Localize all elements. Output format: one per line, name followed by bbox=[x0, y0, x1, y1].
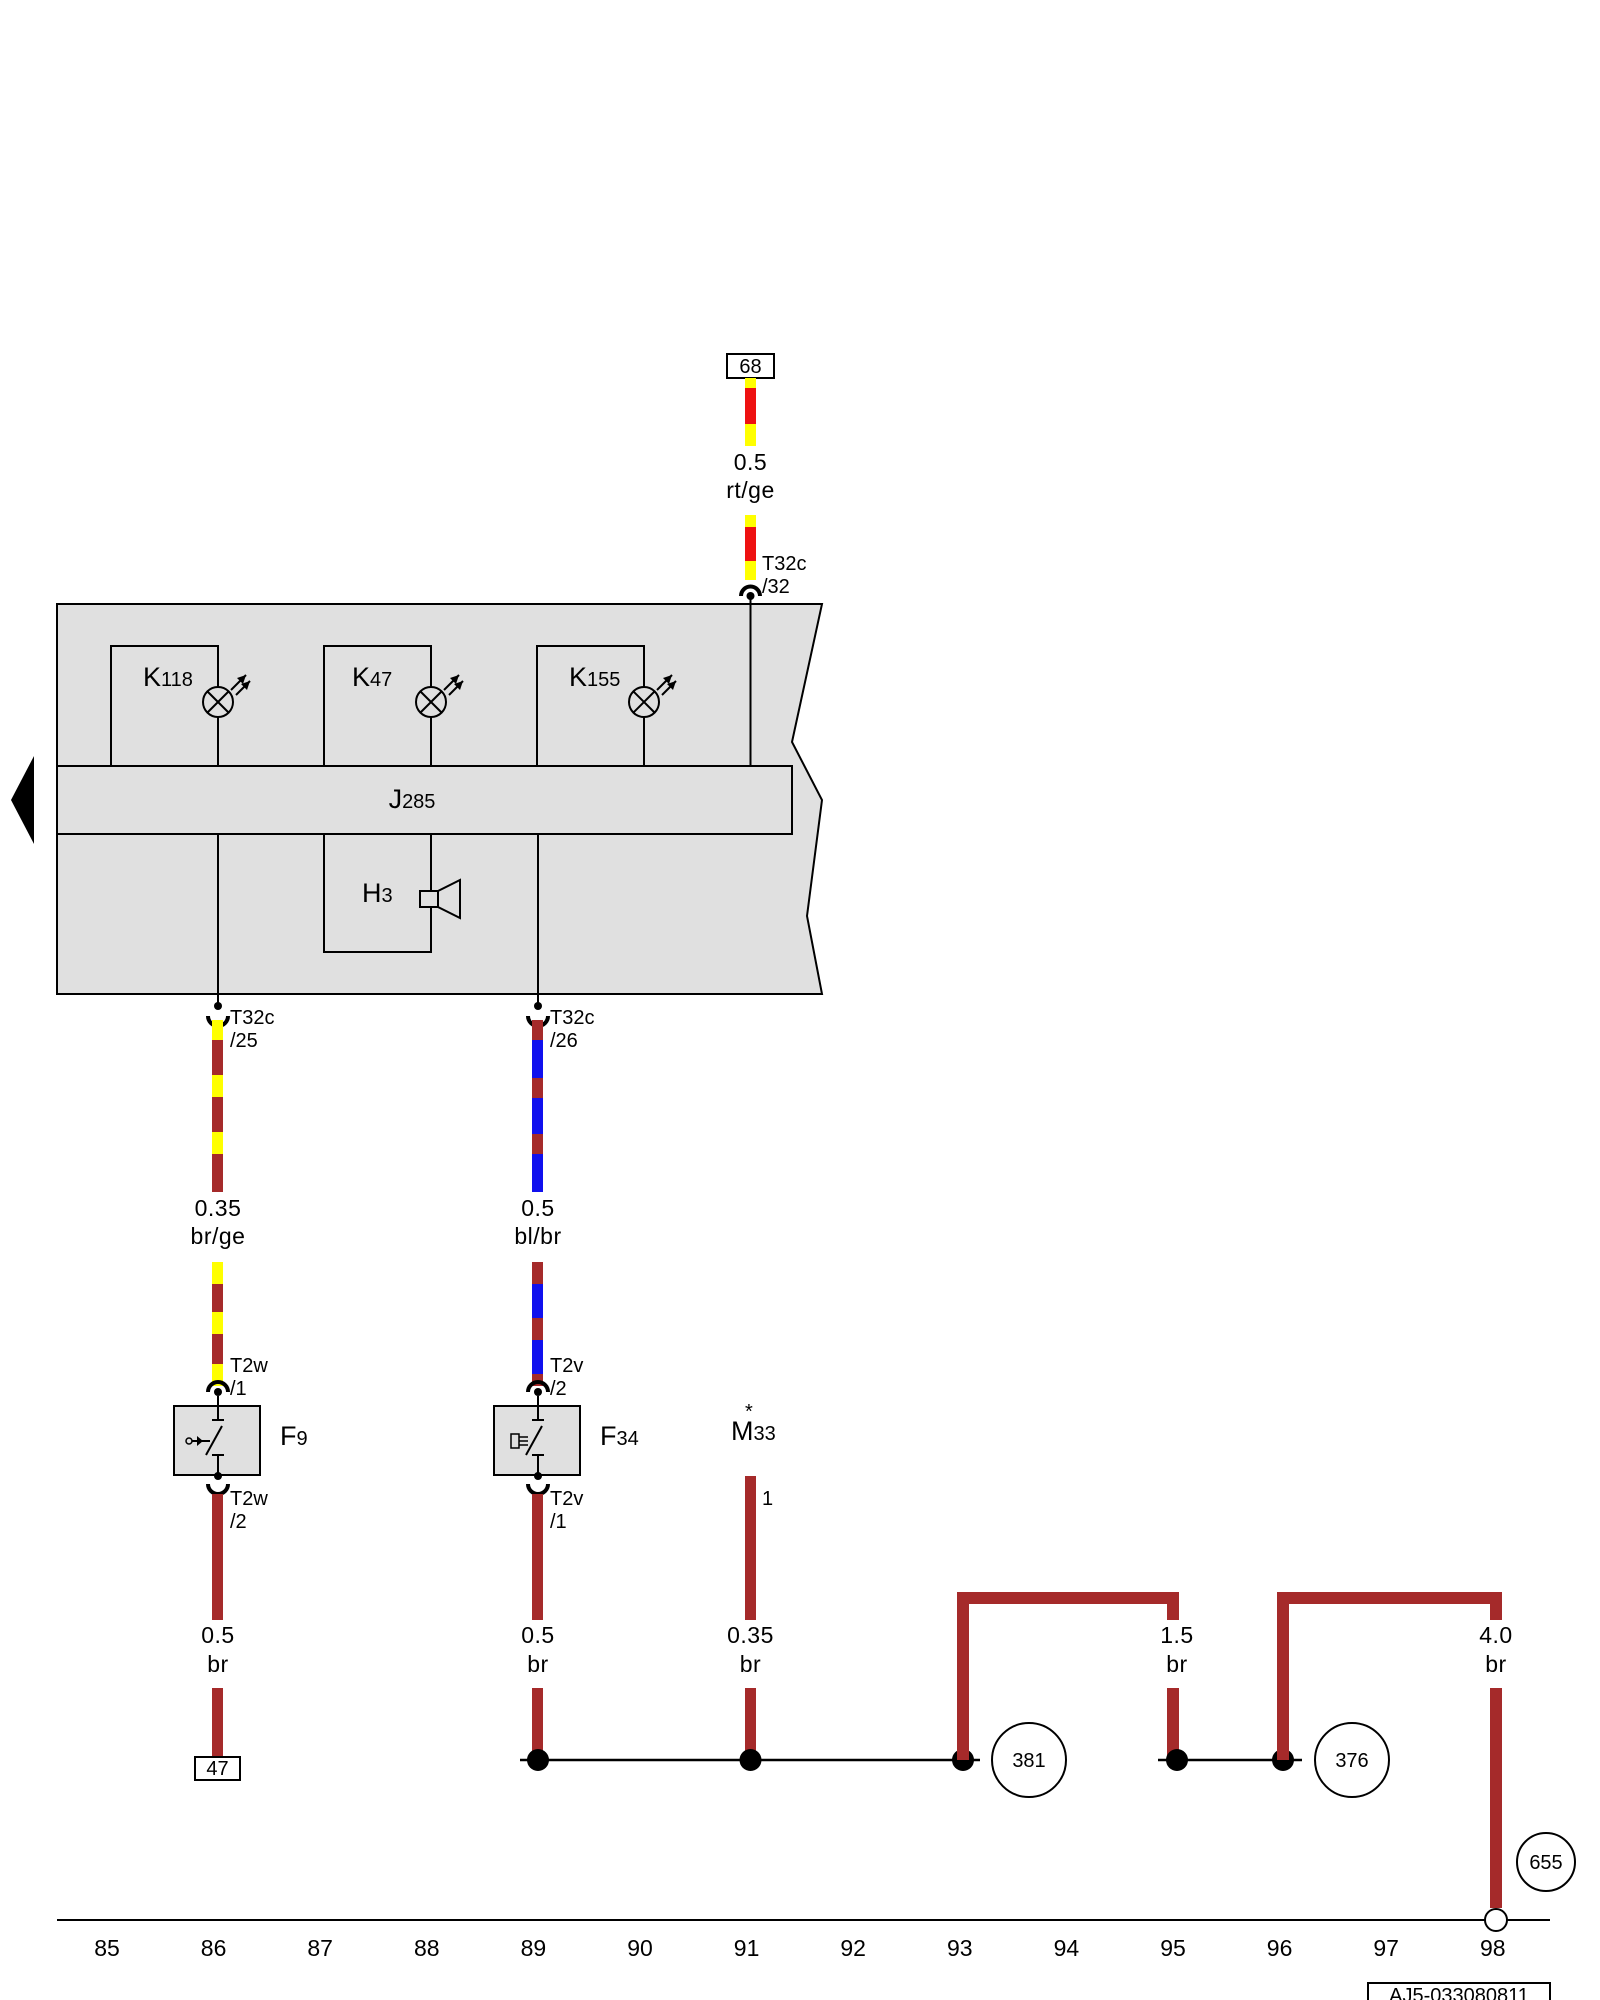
svg-text:/2: /2 bbox=[550, 1378, 567, 1400]
svg-text:H3: H3 bbox=[362, 878, 393, 908]
wire-top-rt-ge bbox=[745, 378, 756, 580]
svg-text:47: 47 bbox=[206, 1758, 228, 1780]
brake-fluid-switch-icon bbox=[510, 1396, 544, 1478]
wire-89-bl-br bbox=[532, 1020, 543, 1386]
column-label: 97 bbox=[1373, 1935, 1399, 1961]
wire-top-size: 0.5 bbox=[734, 449, 767, 475]
connector-t32c-32: T32c /32 bbox=[739, 553, 806, 600]
column-label: 93 bbox=[947, 1935, 973, 1961]
wire-86b-color: br bbox=[207, 1651, 228, 1677]
svg-text:/26: /26 bbox=[550, 1030, 578, 1052]
wire-86a-color: br/ge bbox=[191, 1223, 246, 1249]
wire-91-br bbox=[745, 1476, 756, 1760]
ref-box-68: 68 bbox=[726, 353, 775, 379]
svg-text:K118: K118 bbox=[143, 662, 193, 692]
column-label: 91 bbox=[734, 1935, 760, 1961]
wire-95-br bbox=[957, 1592, 1179, 1760]
warning-lamp-icon bbox=[202, 674, 251, 718]
svg-text:*: * bbox=[745, 1401, 753, 1423]
column-label: 90 bbox=[627, 1935, 653, 1961]
connector-t32c-26: T32c /26 bbox=[526, 1002, 594, 1052]
component-k118: K118 bbox=[110, 645, 251, 766]
diagram-id: AJ5-033080811 bbox=[1367, 1982, 1551, 2000]
wire-89a-color: bl/br bbox=[514, 1223, 561, 1249]
component-f9: F9 bbox=[173, 1396, 308, 1478]
ground-rail-terminal bbox=[1484, 1908, 1508, 1932]
continuation-arrow-icon bbox=[11, 756, 34, 844]
wire-86-br bbox=[212, 1494, 223, 1758]
svg-text:/25: /25 bbox=[230, 1030, 258, 1052]
column-label: 88 bbox=[414, 1935, 440, 1961]
column-label: 95 bbox=[1160, 1935, 1186, 1961]
column-label: 87 bbox=[307, 1935, 333, 1961]
ground-point-381: 381 bbox=[991, 1722, 1067, 1798]
svg-text:T2v: T2v bbox=[550, 1488, 583, 1510]
wire-89a-size: 0.5 bbox=[521, 1195, 554, 1221]
warning-lamp-icon bbox=[628, 674, 677, 718]
svg-text:F9: F9 bbox=[280, 1421, 308, 1451]
ground-point-376: 376 bbox=[1314, 1722, 1390, 1798]
wire-89b-color: br bbox=[527, 1651, 548, 1677]
svg-text:T32c: T32c bbox=[762, 553, 806, 575]
component-f34: F34 bbox=[493, 1396, 639, 1478]
svg-text:1: 1 bbox=[762, 1488, 773, 1510]
wire-91-color: br bbox=[740, 1651, 761, 1677]
svg-text:AJ5-033080811: AJ5-033080811 bbox=[1389, 1985, 1529, 2000]
svg-text:F34: F34 bbox=[600, 1421, 639, 1451]
component-k47: K47 bbox=[323, 645, 464, 766]
svg-text:655: 655 bbox=[1529, 1852, 1562, 1874]
svg-text:M33: M33 bbox=[731, 1416, 776, 1446]
component-h3: H3 bbox=[323, 834, 461, 953]
column-label: 86 bbox=[201, 1935, 227, 1961]
wire-86b-size: 0.5 bbox=[201, 1622, 234, 1648]
column-label: 89 bbox=[521, 1935, 547, 1961]
svg-text:376: 376 bbox=[1335, 1750, 1368, 1772]
svg-text:/32: /32 bbox=[762, 576, 790, 598]
column-label: 85 bbox=[94, 1935, 120, 1961]
svg-text:K47: K47 bbox=[352, 662, 392, 692]
column-label: 98 bbox=[1480, 1935, 1506, 1961]
wire-95-color: br bbox=[1166, 1651, 1187, 1677]
wire-98-size: 4.0 bbox=[1479, 1622, 1512, 1648]
component-k155: K155 bbox=[536, 645, 677, 766]
wire-98-br bbox=[1277, 1592, 1502, 1908]
svg-text:T2v: T2v bbox=[550, 1355, 583, 1377]
column-label: 92 bbox=[840, 1935, 866, 1961]
wire-89-br bbox=[532, 1494, 543, 1760]
wire-98-color: br bbox=[1485, 1651, 1506, 1677]
component-m33: M33 * 1 bbox=[731, 1401, 776, 1510]
ref-box-47: 47 bbox=[194, 1756, 241, 1781]
svg-text:J285: J285 bbox=[389, 784, 436, 814]
wire-86a-size: 0.35 bbox=[195, 1195, 242, 1221]
svg-text:T32c: T32c bbox=[230, 1007, 274, 1029]
connector-t2w-1: T2w /1 bbox=[206, 1355, 268, 1400]
wire-91-size: 0.35 bbox=[727, 1622, 774, 1648]
column-label: 96 bbox=[1267, 1935, 1293, 1961]
buzzer-icon bbox=[419, 878, 461, 920]
svg-text:/2: /2 bbox=[230, 1511, 247, 1533]
svg-text:K155: K155 bbox=[569, 662, 620, 692]
wire-86-br-ge bbox=[212, 1020, 223, 1386]
ground-point-655: 655 bbox=[1516, 1832, 1576, 1892]
wire-89b-size: 0.5 bbox=[521, 1622, 554, 1648]
svg-text:T32c: T32c bbox=[550, 1007, 594, 1029]
svg-text:381: 381 bbox=[1012, 1750, 1045, 1772]
column-axis: 85 86 87 88 89 90 91 92 93 94 95 96 97 98 bbox=[94, 1935, 1505, 1961]
svg-text:/1: /1 bbox=[550, 1511, 567, 1533]
svg-text:T2w: T2w bbox=[230, 1488, 268, 1510]
wire-top-color: rt/ge bbox=[726, 477, 775, 503]
svg-text:/1: /1 bbox=[230, 1378, 247, 1400]
svg-text:68: 68 bbox=[739, 356, 761, 378]
column-label: 94 bbox=[1054, 1935, 1080, 1961]
wire-95-size: 1.5 bbox=[1160, 1622, 1193, 1648]
svg-text:T2w: T2w bbox=[230, 1355, 268, 1377]
connector-t2w-2: T2w /2 bbox=[206, 1472, 268, 1533]
component-j285: J285 bbox=[56, 765, 793, 835]
connector-t2v-2: T2v /2 bbox=[526, 1355, 583, 1400]
warning-lamp-icon bbox=[415, 674, 464, 718]
connector-t2v-1: T2v /1 bbox=[526, 1472, 583, 1533]
